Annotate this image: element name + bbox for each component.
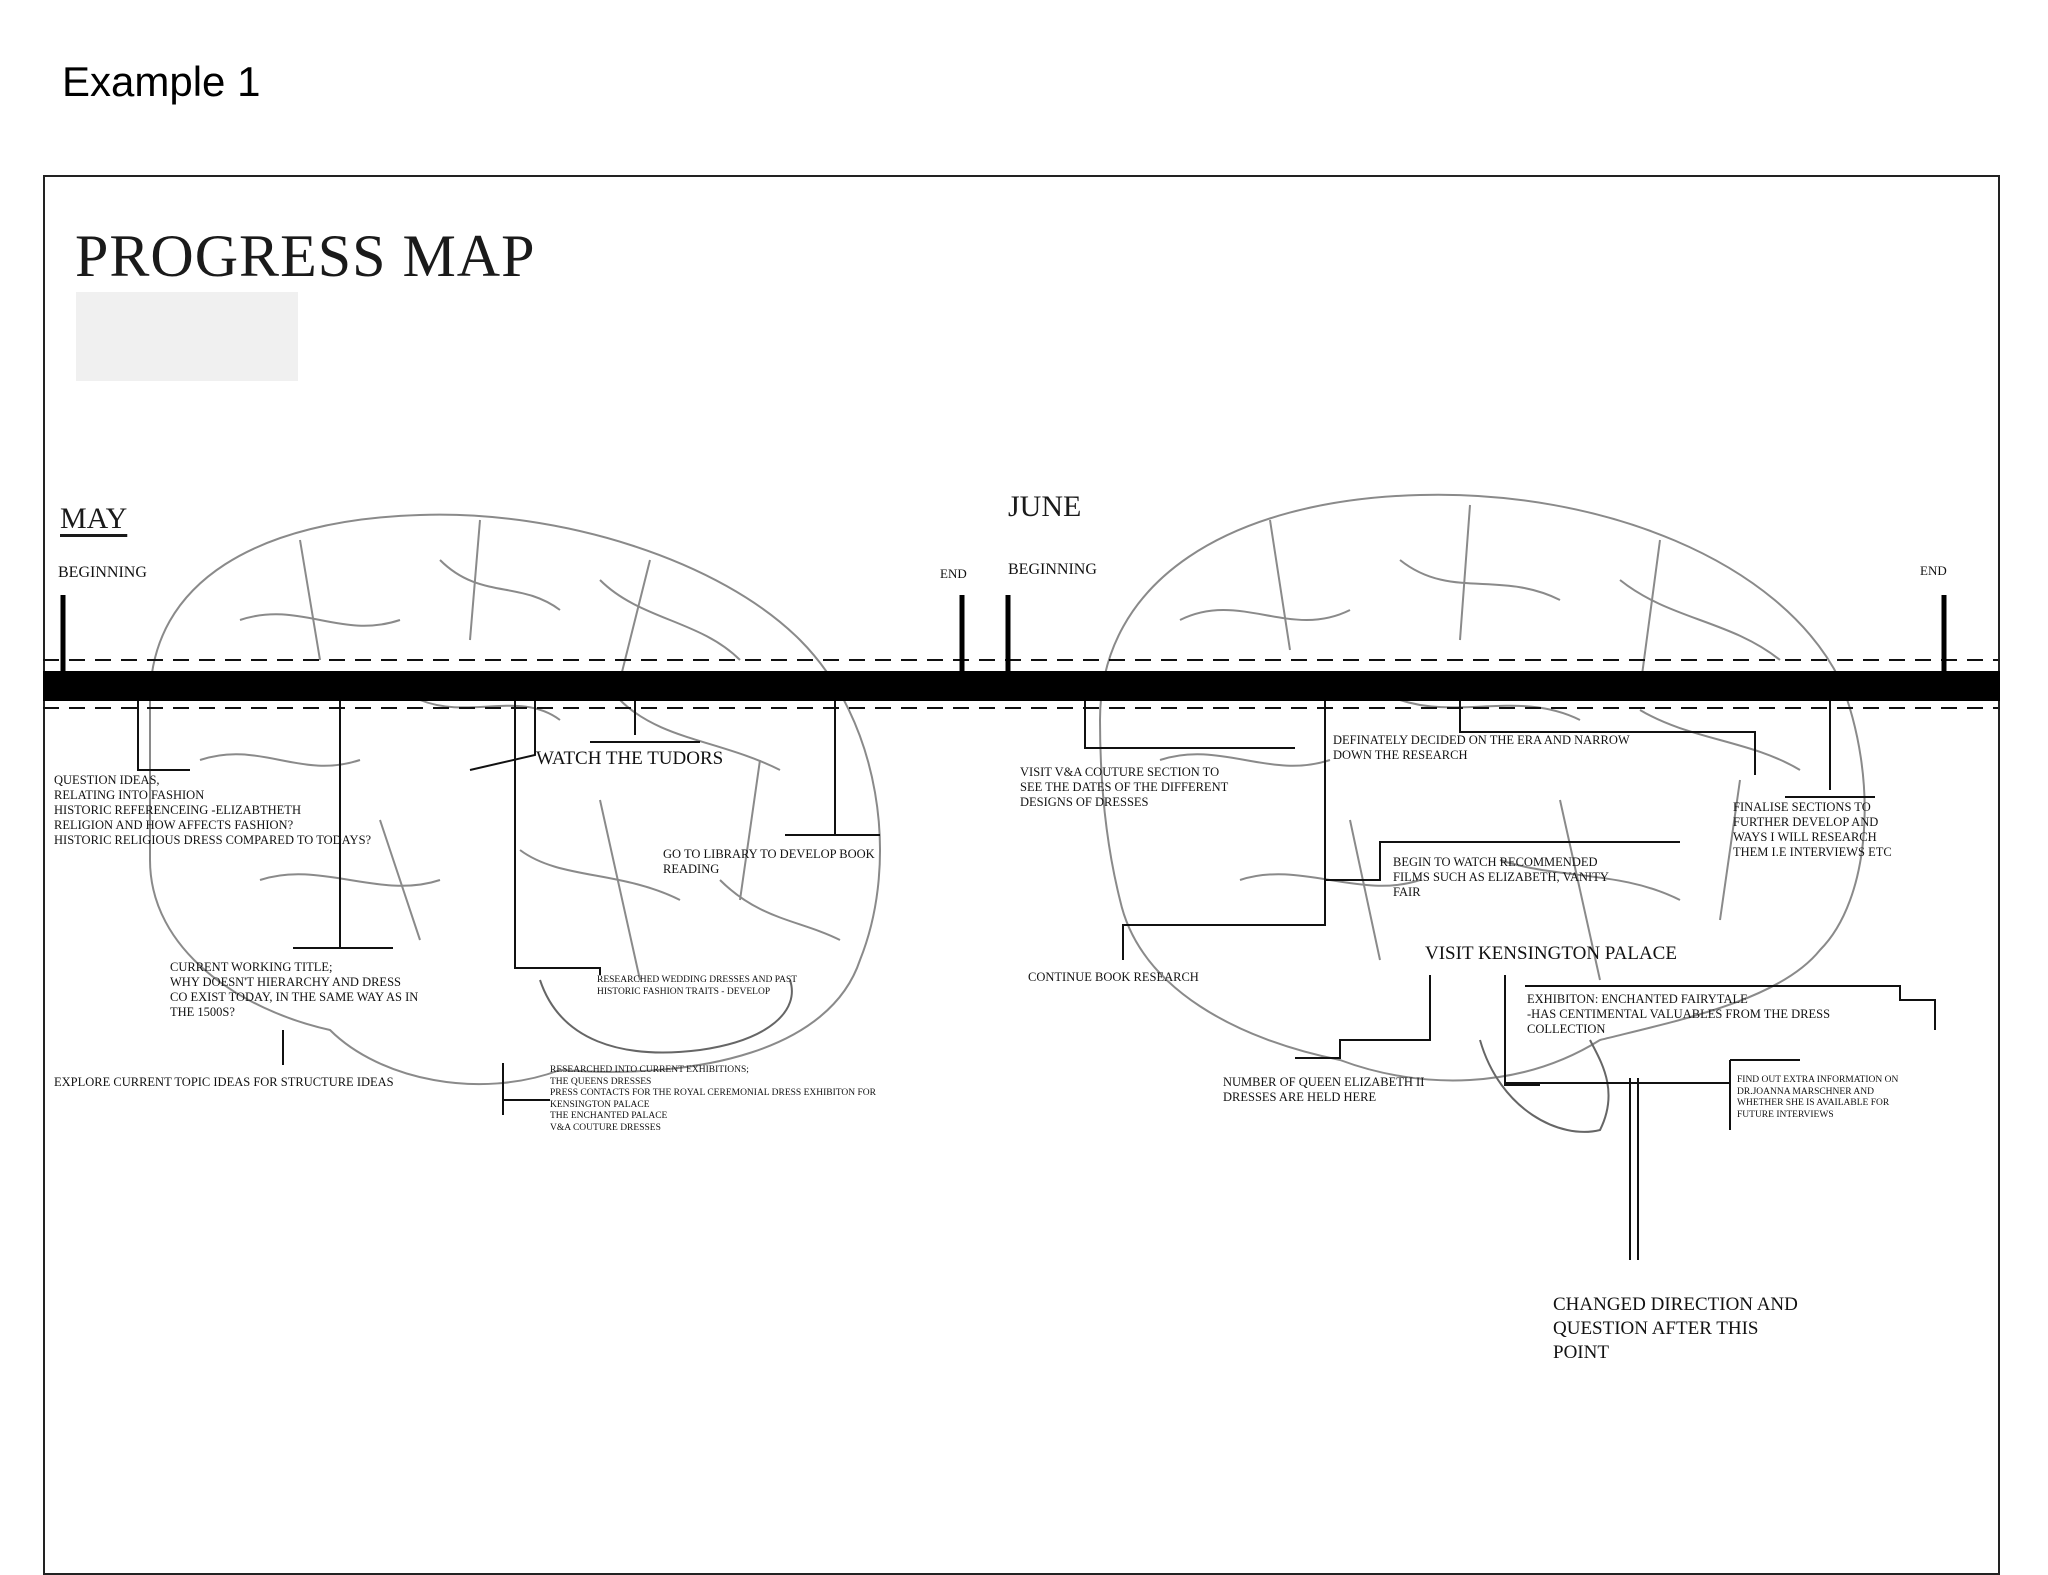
note-changed-direction: CHANGED DIRECTION AND QUESTION AFTER THI…: [1553, 1294, 1798, 1363]
note-go-to-library: GO TO LIBRARY TO DEVELOP BOOK READING: [663, 847, 875, 876]
note-watch-the-tudors: WATCH THE TUDORS: [536, 748, 724, 769]
june-beginning-marker: BEGINNING: [1008, 561, 1097, 578]
may-connectors: [137, 701, 880, 1115]
note-researched-exhibitions: RESEARCHED INTO CURRENT EXHIBITIONS; THE…: [550, 1065, 876, 1133]
note-visit-kensington-palace: VISIT KENSINGTON PALACE: [1425, 943, 1677, 964]
note-continue-book-research: CONTINUE BOOK RESEARCH: [1028, 970, 1199, 984]
slide-heading: Example 1: [62, 58, 261, 105]
note-watch-recommended-films: BEGIN TO WATCH RECOMMENDED FILMS SUCH AS…: [1393, 855, 1609, 899]
brain-illustration-may: [149, 513, 881, 1086]
june-end-marker: END: [1920, 563, 1947, 578]
timeline-bar: [43, 595, 2000, 709]
note-exhibition-enchanted-fairytale: EXHIBITON: ENCHANTED FAIRYTALE -HAS CENT…: [1527, 992, 1831, 1036]
note-current-working-title: CURRENT WORKING TITLE; WHY DOESN'T HIERA…: [170, 960, 419, 1019]
brain-illustration-june: [1098, 493, 1866, 1133]
page-title: PROGRESS MAP: [75, 223, 536, 289]
may-beginning-marker: BEGINNING: [58, 564, 147, 581]
may-month-label: MAY: [60, 502, 128, 535]
note-question-ideas: QUESTION IDEAS, RELATING INTO FASHION HI…: [54, 773, 372, 847]
note-queen-elizabeth-dresses: NUMBER OF QUEEN ELIZABETH II DRESSES ARE…: [1223, 1075, 1425, 1104]
note-find-out-extra-information: FIND OUT EXTRA INFORMATION ON DR.JOANNA …: [1737, 1075, 1899, 1120]
note-finalise-sections: FINALISE SECTIONS TO FURTHER DEVELOP AND…: [1733, 800, 1892, 859]
june-month-label: JUNE: [1008, 490, 1082, 523]
note-visit-va-couture: VISIT V&A COUTURE SECTION TO SEE THE DAT…: [1020, 765, 1229, 809]
title-placeholder-box: [76, 292, 298, 381]
note-explore-topic-ideas: EXPLORE CURRENT TOPIC IDEAS FOR STRUCTUR…: [54, 1075, 394, 1089]
note-decided-on-era: DEFINATELY DECIDED ON THE ERA AND NARROW…: [1333, 733, 1630, 762]
may-end-marker: END: [940, 566, 967, 581]
progress-timeline-diagram: [43, 493, 2000, 1260]
note-wedding-dresses: RESEARCHED WEDDING DRESSES AND PAST HIST…: [597, 975, 798, 997]
june-connectors: [1084, 701, 1936, 1260]
